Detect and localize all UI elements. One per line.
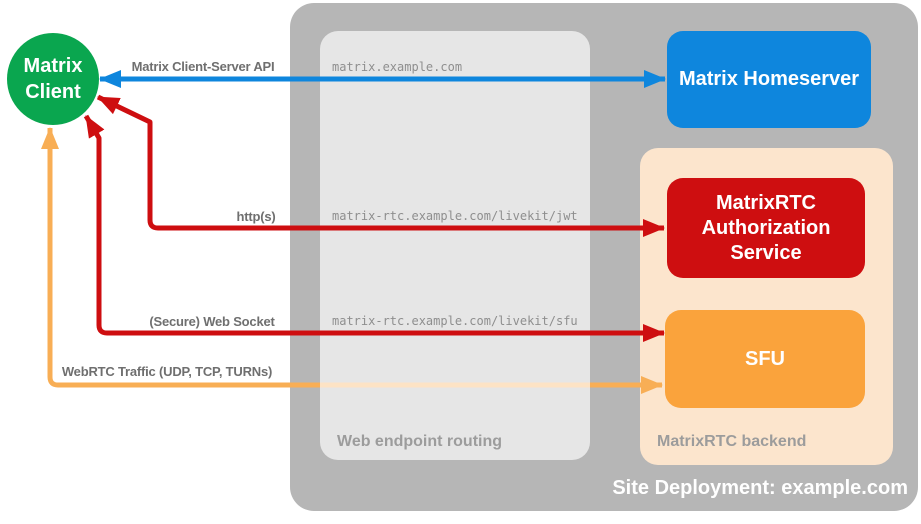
site-deployment-label: Site Deployment: example.com bbox=[612, 477, 908, 499]
web-endpoint-routing-zone bbox=[320, 31, 590, 460]
https-arrow-label: http(s) bbox=[236, 209, 276, 224]
web-endpoint-routing-label: Web endpoint routing bbox=[337, 433, 503, 450]
webrtc-traffic-arrow-label: WebRTC Traffic (UDP, TCP, TURNs) bbox=[61, 364, 273, 379]
matrix-client-label-line2: Client bbox=[25, 81, 81, 103]
endpoint-livekit-sfu: matrix-rtc.example.com/livekit/sfu bbox=[332, 314, 578, 328]
sfu-label: SFU bbox=[745, 347, 785, 370]
client-server-api-arrow-label: Matrix Client-Server API bbox=[131, 59, 275, 74]
matrix-client-label-line1: Matrix bbox=[23, 55, 83, 77]
endpoint-livekit-jwt: matrix-rtc.example.com/livekit/jwt bbox=[332, 209, 578, 223]
matrix-homeserver-label: Matrix Homeserver bbox=[678, 68, 860, 90]
matrixrtc-auth-service-label: MatrixRTC Authorization Service bbox=[701, 191, 831, 264]
matrixrtc-auth-service-node: MatrixRTC Authorization Service bbox=[667, 178, 865, 278]
matrix-homeserver-node: Matrix Homeserver bbox=[667, 31, 871, 128]
sfu-node: SFU bbox=[665, 310, 865, 408]
websocket-arrow-label: (Secure) Web Socket bbox=[149, 314, 275, 329]
matrixrtc-backend-label: MatrixRTC backend bbox=[657, 433, 807, 450]
endpoint-matrix-example: matrix.example.com bbox=[332, 60, 463, 74]
matrix-client-node: Matrix Client bbox=[7, 33, 99, 125]
